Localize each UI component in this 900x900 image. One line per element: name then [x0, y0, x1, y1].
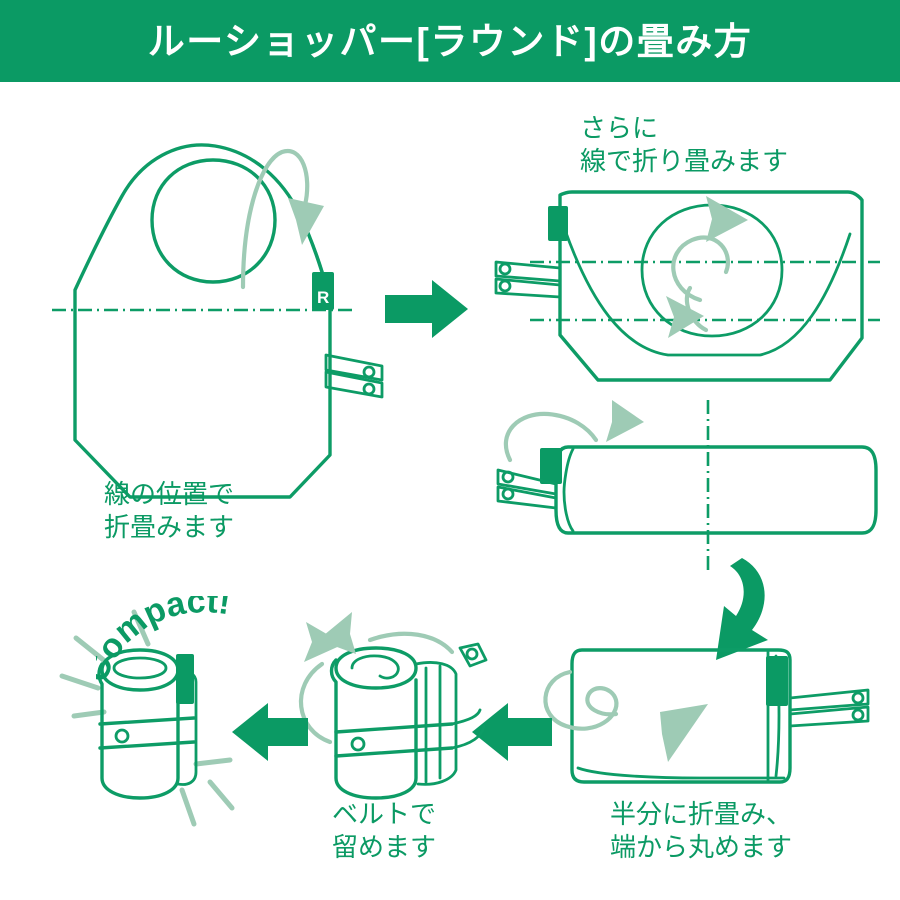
caption-step-2: さらに 線で折り畳みます — [580, 113, 789, 177]
arrow-step4-to-step5 — [472, 703, 552, 761]
step-4-illustration — [543, 648, 870, 784]
caption-step-1: 線の位置で 折畳みます — [104, 479, 235, 543]
strap-pair — [496, 468, 558, 510]
brand-tag — [548, 206, 568, 241]
strap-pair — [324, 353, 384, 399]
step-5-illustration — [298, 612, 488, 800]
caption-step-5: ベルトで 留めます — [332, 799, 437, 863]
compact-label: Compact! — [96, 596, 233, 687]
brand-tag — [766, 656, 788, 706]
page-title: ルーショッパー[ラウンド]の畳み方 — [147, 20, 753, 62]
caption-step-4: 半分に折畳み、 端から丸めます — [610, 799, 793, 863]
brand-tag — [540, 448, 562, 484]
strap-pair — [788, 688, 870, 728]
arrow-step5-to-step6 — [232, 703, 308, 761]
svg-text:R: R — [317, 288, 329, 307]
compact-label-text: Compact! — [96, 596, 233, 687]
brand-tag — [312, 272, 334, 310]
arrow-step1-to-step2 — [385, 280, 468, 338]
step-1-illustration: R — [52, 143, 384, 499]
header-band: ルーショッパー[ラウンド]の畳み方 — [0, 0, 900, 82]
strap-pair — [494, 260, 562, 299]
step-2-illustration — [494, 190, 880, 382]
step-3-illustration — [496, 400, 878, 660]
